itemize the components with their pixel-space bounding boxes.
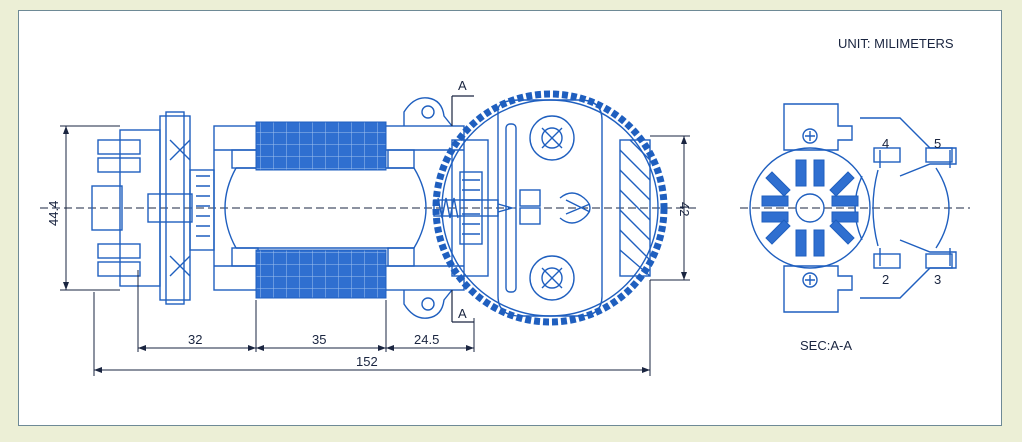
gearbox [432,90,668,326]
terminal-2: 2 [882,272,889,287]
dim-35: 35 [312,332,326,347]
dim-44-4: 44.4 [46,201,61,226]
dim-32: 32 [188,332,202,347]
section-label: SEC:A-A [800,338,852,353]
section-mark-bottom: A [458,306,467,321]
stator-coil-bottom [255,249,387,299]
dim-152: 152 [356,354,378,369]
dimension-lines [60,125,690,376]
terminal-5: 5 [934,136,941,151]
dim-24-5: 24.5 [414,332,439,347]
terminal-4: 4 [882,136,889,151]
dim-42: 42 [677,202,692,216]
section-mark-top: A [458,78,467,93]
rotor-slots [761,159,859,257]
output-pulley [619,139,651,277]
brush-assembly [147,169,215,251]
unit-label: UNIT: MILIMETERS [838,36,954,51]
section-line [451,95,474,323]
stator-coil-top [255,121,387,171]
section-view [749,103,957,313]
terminal-3: 3 [934,272,941,287]
dimension-arrows [63,126,687,373]
